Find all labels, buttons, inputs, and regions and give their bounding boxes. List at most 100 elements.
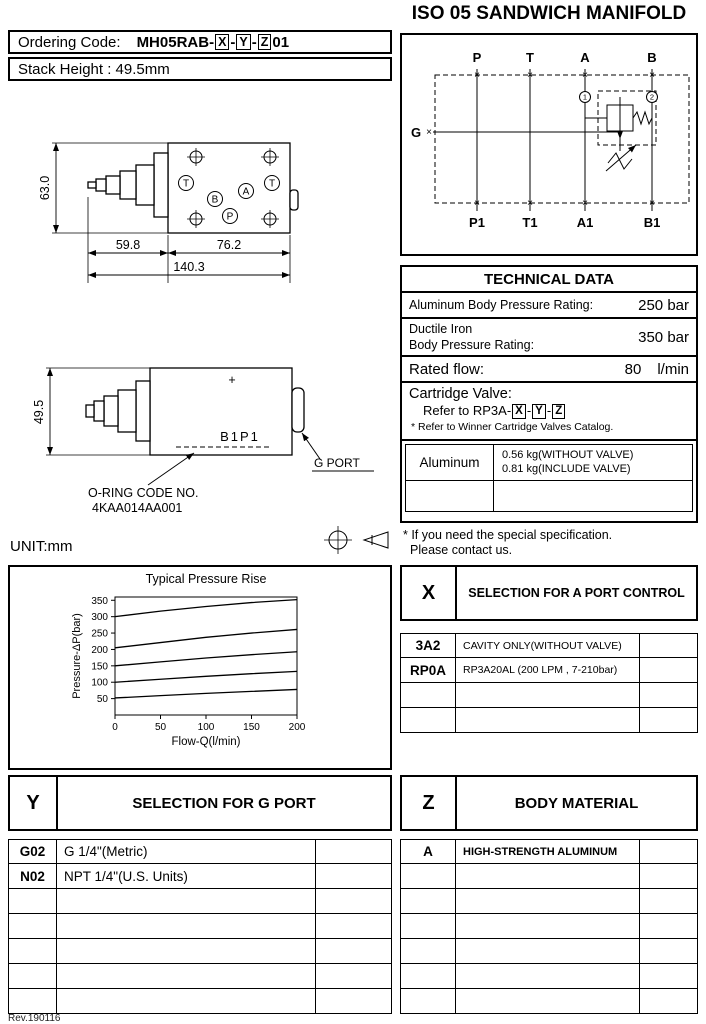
chart-ylabel: Pressure-ΔP(bar) xyxy=(71,613,83,699)
row-extra xyxy=(315,840,391,863)
stack-height-box: Stack Height : 49.5mm xyxy=(8,57,392,81)
page-title: ISO 05 SANDWICH MANIFOLD xyxy=(411,3,687,24)
port-letter: A xyxy=(243,187,250,198)
row-code xyxy=(401,939,456,963)
row-code xyxy=(9,914,57,938)
row-desc xyxy=(456,939,639,963)
row-code xyxy=(401,864,456,888)
rated-flow-label: Rated flow: xyxy=(409,360,485,378)
code-z-box: Z xyxy=(257,33,272,50)
z-table-code: Z xyxy=(402,777,457,829)
svg-text:50: 50 xyxy=(155,722,167,733)
special-spec-line2: Please contact us. xyxy=(410,542,513,557)
x-table-gap xyxy=(400,621,698,633)
z-table-title: BODY MATERIAL xyxy=(514,794,639,812)
table-row xyxy=(400,939,698,964)
table-row xyxy=(400,889,698,914)
port-circle-b: B xyxy=(207,191,223,207)
hydraulic-schematic: × × P P1 × × T T1 × × A A1 × xyxy=(411,50,690,230)
curve-5 xyxy=(114,688,298,699)
svg-text:200: 200 xyxy=(289,722,306,733)
x-table-header: X SELECTION FOR A PORT CONTROL xyxy=(400,565,698,621)
cartridge-sep-1: - xyxy=(526,403,532,418)
oring-code-label: O-RING CODE NO. xyxy=(88,486,198,500)
ductile-label-line1: Ductile Iron xyxy=(409,321,473,336)
row-desc xyxy=(456,683,639,707)
row-desc: G 1/4"(Metric) xyxy=(64,844,148,859)
row-desc xyxy=(456,914,639,938)
x-mark-icon: × xyxy=(474,70,480,81)
x-mark-icon: × xyxy=(474,198,480,209)
row-desc xyxy=(57,939,315,963)
svg-text:300: 300 xyxy=(91,612,108,623)
port-circle-t-left: T xyxy=(178,175,194,191)
row-desc: NPT 1/4"(U.S. Units) xyxy=(64,868,188,884)
row-extra xyxy=(639,914,697,938)
weight-material: Aluminum xyxy=(406,445,494,480)
x-mark-icon: × xyxy=(582,70,588,81)
cartridge-valve-refer: Refer to RP3A-X-Y-Z xyxy=(409,403,689,419)
callout-1-number: 1 xyxy=(583,93,587,102)
callout-2-number: 2 xyxy=(650,93,654,102)
port-circle-a: A xyxy=(238,183,254,199)
z-table-gap xyxy=(400,831,698,839)
bolt-hole-icon xyxy=(187,148,205,166)
row-code xyxy=(401,914,456,938)
row-extra xyxy=(639,989,697,1013)
table-row xyxy=(8,889,392,914)
rated-flow-value-group: 80 l/min xyxy=(625,361,689,378)
x-mark-icon: × xyxy=(527,70,533,81)
projection-cone-icon xyxy=(362,531,389,549)
chart-title: Typical Pressure Rise xyxy=(146,572,267,586)
row-extra xyxy=(639,889,697,913)
port-circle-p: P xyxy=(222,208,238,224)
row-desc xyxy=(57,889,315,913)
bolt-hole-icon xyxy=(187,210,205,228)
dim-140-label: 140.3 xyxy=(173,260,204,274)
row-code xyxy=(9,989,57,1013)
row-extra xyxy=(639,658,697,682)
ductile-rating-row: Ductile Iron Body Pressure Rating: 350 b… xyxy=(402,319,696,357)
table-row xyxy=(400,683,698,708)
row-code: 3A2 xyxy=(401,634,456,657)
schematic-port-a: × × A A1 xyxy=(577,50,594,230)
ductile-label-line2: Body Pressure Rating: xyxy=(409,338,535,352)
cartridge-valve-note: * Refer to Winner Cartridge Valves Catal… xyxy=(411,421,614,433)
special-spec-line1: * If you need the special specification. xyxy=(403,528,613,542)
z-table-header: Z BODY MATERIAL xyxy=(400,775,698,831)
row-desc xyxy=(456,889,639,913)
y-table-header: Y SELECTION FOR G PORT xyxy=(8,775,392,831)
port-label-t: T xyxy=(526,50,534,65)
table-row: N02 NPT 1/4"(U.S. Units) xyxy=(8,864,392,889)
port-label-b1: B1 xyxy=(644,215,661,230)
top-view-drawing: T B A T P xyxy=(87,142,299,234)
dim-49-label: 49.5 xyxy=(32,400,46,424)
svg-text:100: 100 xyxy=(198,722,215,733)
y-table-title: SELECTION FOR G PORT xyxy=(132,794,316,812)
code-suffix: 01 xyxy=(272,33,290,51)
row-extra xyxy=(315,864,391,888)
body-label-b1p1: B1P1 xyxy=(220,429,260,444)
row-desc xyxy=(456,708,639,732)
svg-text:50: 50 xyxy=(97,694,109,705)
dimension-49: 49.5 xyxy=(32,367,150,456)
row-extra xyxy=(639,964,697,988)
aluminum-rating-value: 250 bar xyxy=(638,296,689,314)
table-row xyxy=(8,964,392,989)
curve-1 xyxy=(114,598,298,618)
stack-height-label: Stack Height : 49.5mm xyxy=(18,60,170,78)
table-row xyxy=(8,989,392,1014)
row-code: N02 xyxy=(9,864,57,888)
cartridge-refer-prefix: Refer to RP3A- xyxy=(423,403,512,418)
row-desc: CAVITY ONLY(WITHOUT VALVE) xyxy=(463,639,622,652)
row-desc xyxy=(456,864,639,888)
row-code: G02 xyxy=(9,840,57,863)
port-letter: T xyxy=(269,179,275,190)
weight-row-aluminum: Aluminum 0.56 kg(WITHOUT VALVE) 0.81 kg(… xyxy=(406,445,692,481)
row-extra xyxy=(315,889,391,913)
port-label-a: A xyxy=(580,50,590,65)
row-extra xyxy=(639,683,697,707)
port-letter: B xyxy=(212,195,219,206)
row-extra xyxy=(639,864,697,888)
